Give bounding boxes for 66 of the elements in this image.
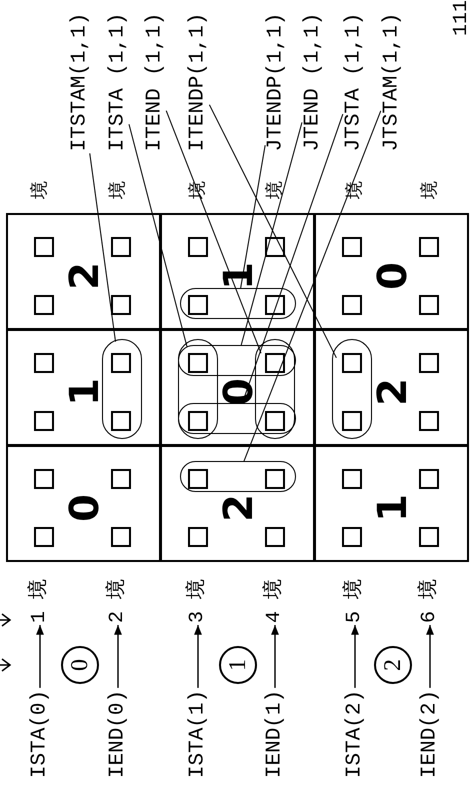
- variable-label: JTSTA (1,1): [344, 12, 364, 152]
- variable-label: IEND(2): [420, 690, 440, 778]
- variable-label: IEND(1): [264, 690, 286, 778]
- variable-label: ITENDP(1,1): [188, 12, 208, 152]
- leader-line: [240, 122, 302, 346]
- number-label: 2: [381, 659, 405, 671]
- variable-label: JTENDP(1,1): [266, 12, 286, 152]
- circled-number: [374, 646, 412, 684]
- cell-number: 1: [373, 494, 413, 522]
- grid-cell: [314, 445, 469, 562]
- arrow: [194, 625, 202, 688]
- arrow: [114, 625, 122, 688]
- leader-line: [240, 144, 266, 289]
- number-label: 0: [68, 659, 92, 671]
- cell-number: 0: [219, 378, 259, 406]
- variable-label: ITSTA (1,1): [108, 12, 128, 152]
- oval-outline: [255, 339, 295, 439]
- leader-line: [244, 110, 382, 462]
- cell-number: 0: [373, 262, 413, 290]
- oval-outline: [178, 345, 296, 376]
- cell-number: 2: [219, 494, 259, 522]
- variable-label: ITSTAM(1,1): [70, 12, 90, 152]
- leader-line: [208, 104, 337, 358]
- boundary-label: 境: [109, 181, 127, 199]
- page-number: 111: [452, 0, 471, 36]
- oval-outline: [102, 339, 142, 439]
- variable-label: ISTA(1): [188, 690, 208, 778]
- oval-outline: [180, 288, 296, 319]
- boundary-label: 境: [189, 181, 207, 199]
- variable-label: JTEND (1,1): [302, 12, 324, 152]
- variable-label: ITEND (1,1): [144, 12, 166, 152]
- grid-cell: [314, 329, 469, 446]
- leader-line: [166, 110, 262, 354]
- variable-label: IEND(0): [108, 690, 128, 778]
- grid-cell: [160, 329, 315, 446]
- arrow: [426, 625, 434, 688]
- leader-line: [128, 124, 188, 348]
- arrow: [351, 625, 359, 688]
- grid-cell: [6, 213, 161, 330]
- variable-label: ISTA(2): [344, 690, 366, 778]
- variable-label: ISTA(0): [30, 690, 50, 778]
- cell-number: 2: [65, 262, 105, 290]
- oval-outline: [178, 339, 218, 439]
- boundary-label: 境: [31, 181, 49, 199]
- grid-cell: [160, 445, 315, 562]
- arrow: [36, 625, 44, 688]
- oval-outline: [332, 339, 372, 439]
- arrow: [271, 625, 279, 688]
- number-label: 1: [226, 659, 250, 671]
- circled-number: [219, 646, 257, 684]
- circled-number: [61, 646, 99, 684]
- cell-number: 2: [373, 378, 413, 406]
- boundary-label: 境: [421, 181, 439, 199]
- grid-cell: [160, 213, 315, 330]
- variable-label: JTSTAM(1,1): [382, 12, 402, 152]
- cell-number: 0: [65, 494, 105, 522]
- grid-cell: [314, 213, 469, 330]
- boundary-label: 境: [266, 181, 284, 199]
- grid-cell: [6, 329, 161, 446]
- leader-line: [89, 152, 116, 342]
- oval-outline: [180, 461, 296, 492]
- grid-cell: [6, 445, 161, 562]
- cell-number: 1: [65, 378, 105, 406]
- boundary-label: 境: [346, 181, 364, 199]
- cell-number: 1: [219, 262, 259, 290]
- oval-outline: [178, 403, 296, 434]
